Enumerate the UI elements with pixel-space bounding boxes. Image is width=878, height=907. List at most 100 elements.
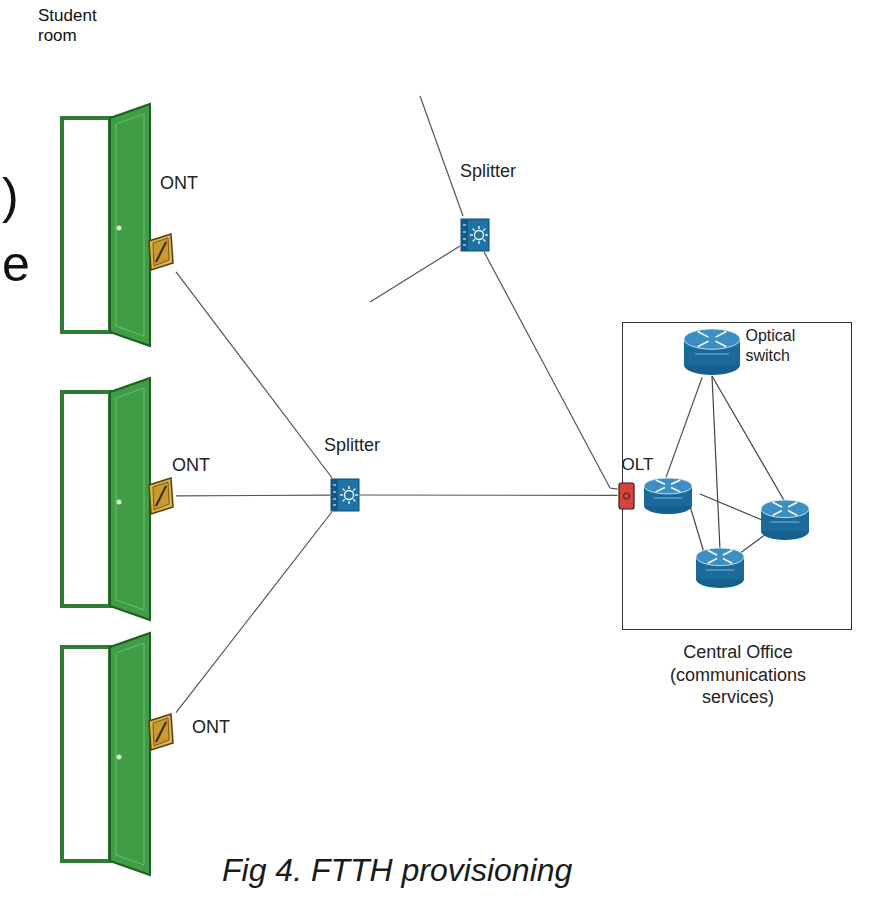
student-door-part	[62, 392, 110, 606]
fiber-link	[176, 494, 330, 496]
splitter-icon-part	[461, 219, 468, 251]
figure-caption: Fig 4. FTTH provisioning	[222, 852, 572, 889]
splitter-icon-part	[333, 505, 336, 506]
router-icon	[761, 500, 809, 540]
student-door	[62, 104, 150, 346]
router-icon-part	[773, 502, 782, 507]
fiber-stub	[370, 96, 463, 302]
fiber-link	[176, 512, 332, 713]
router-icon-part	[761, 500, 809, 518]
router-icon-part	[644, 478, 692, 494]
splitter-icon-part	[463, 239, 466, 240]
router-symbol	[682, 326, 742, 378]
ont-icon	[149, 714, 173, 750]
olt-symbol	[618, 478, 702, 514]
router-icon-part	[708, 550, 717, 555]
splitter-icon-part	[345, 491, 354, 500]
ont-icon-part	[156, 722, 166, 742]
olt-terminal: OLT	[618, 478, 702, 514]
student-door	[62, 378, 150, 620]
router-icon-part	[723, 550, 732, 555]
ont-symbol	[146, 476, 176, 516]
router-icon-part	[671, 487, 680, 491]
router-icon-part	[788, 511, 797, 516]
router-icon-part	[788, 502, 797, 507]
router-icon-part	[684, 329, 740, 349]
fiber-stub-part	[370, 246, 460, 302]
olt-port-part	[623, 493, 629, 499]
ont-icon-part	[149, 234, 173, 270]
ont-icon	[149, 234, 173, 270]
student-door-part	[110, 104, 150, 346]
splitter-icon-part	[473, 229, 475, 231]
student-door-part	[110, 378, 150, 620]
ont-icon-part	[156, 486, 166, 506]
splitter-icon-part	[483, 229, 485, 231]
optical-switch: Optical switch	[682, 326, 742, 378]
splitter-icon-part	[331, 479, 359, 511]
fiber-link	[176, 272, 332, 478]
optical-splitter: Splitter	[330, 478, 360, 512]
splitter-icon	[461, 219, 489, 251]
student-door	[62, 633, 150, 875]
ont-icon	[149, 478, 173, 514]
splitter-icon-part	[473, 239, 475, 241]
router-link-part	[700, 494, 762, 520]
student-door-part	[110, 633, 150, 875]
node-label: Optical switch	[746, 326, 812, 366]
splitter-icon-part	[333, 499, 336, 500]
node-label: Splitter	[460, 160, 516, 183]
splitter-icon-part	[333, 492, 336, 493]
splitter-icon-part	[348, 501, 349, 504]
slide-fragment: e	[2, 236, 30, 294]
splitter-icon-part	[331, 479, 338, 511]
router-icon-part	[715, 341, 726, 347]
ont-symbol	[146, 232, 176, 272]
slide-fragment: )	[2, 168, 19, 226]
splitter-icon-part	[343, 499, 345, 501]
fiber-link	[360, 494, 618, 496]
node-label: ONT	[192, 716, 230, 739]
student-door-part	[117, 500, 122, 505]
ont-icon-part	[153, 238, 169, 266]
router-icon-part	[706, 570, 735, 571]
router-icon-part	[655, 487, 664, 491]
splitter-icon-part	[463, 245, 466, 246]
router-link	[690, 376, 785, 568]
router-icon	[696, 548, 744, 588]
splitter-icon-part	[475, 231, 484, 240]
router-icon-part	[773, 511, 782, 516]
splitter-icon-part	[463, 225, 466, 226]
splitter-icon-part	[463, 232, 466, 233]
node-label: Splitter	[324, 434, 380, 457]
central-office: Optical switchOLTCentral Office (communi…	[622, 322, 852, 630]
splitter-icon-part	[340, 494, 343, 495]
ont-icon-part	[149, 478, 173, 514]
ont-terminal: ONT	[146, 476, 176, 516]
router-icon	[644, 478, 692, 514]
router-link-part	[712, 376, 785, 502]
ont-icon-part	[153, 718, 169, 746]
student-door-part	[117, 755, 122, 760]
splitter-icon-part	[478, 241, 479, 244]
splitter-icon-part	[343, 489, 345, 491]
splitter-icon-part	[485, 234, 488, 235]
splitter-icon-part	[470, 234, 473, 235]
router-icon-part	[695, 353, 729, 354]
splitter-icon-part	[353, 489, 355, 491]
splitter-icon-part	[355, 494, 358, 495]
router-icon-part	[697, 341, 708, 347]
ont-terminal: ONT	[146, 232, 176, 272]
student-door-part	[62, 647, 110, 861]
router-icon	[684, 329, 740, 375]
router-link-part	[712, 376, 720, 550]
router-icon-part	[771, 522, 800, 523]
router-icon-part	[715, 331, 726, 337]
fiber-link	[666, 378, 702, 478]
splitter-icon-part	[461, 219, 489, 251]
olt-port	[619, 483, 634, 509]
splitter-icon-part	[333, 485, 336, 486]
